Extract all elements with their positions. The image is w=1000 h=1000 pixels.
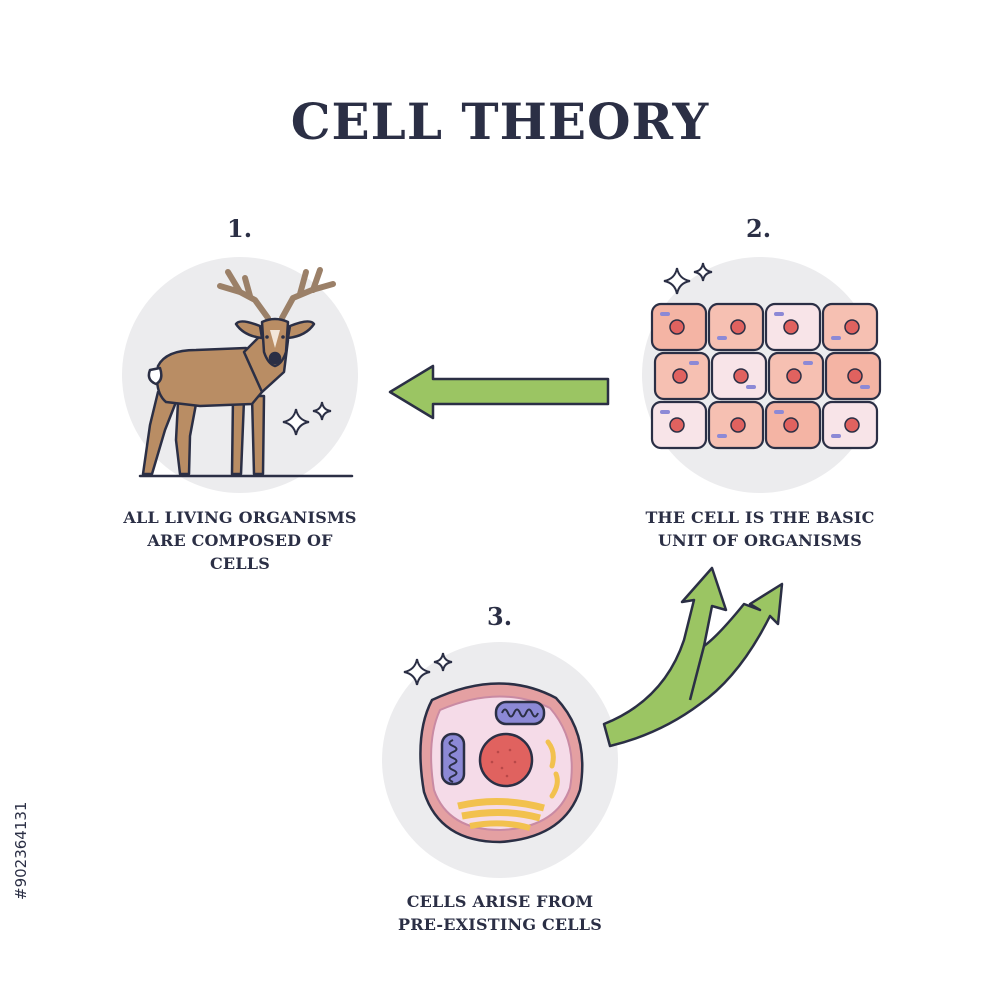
caption-line: THE CELL IS THE BASIC — [645, 508, 875, 527]
deer-icon — [138, 267, 354, 478]
caption-line: CELLS ARISE FROM — [406, 892, 594, 911]
split-arrow-icon — [602, 566, 784, 748]
animal-cell-icon — [419, 682, 584, 844]
cell-nucleus — [783, 417, 799, 433]
caption-line: ALL LIVING ORGANISMS — [123, 508, 357, 527]
tissue-cells-icon — [650, 302, 882, 450]
sparkle-icon — [403, 652, 453, 686]
cell-organelle — [660, 312, 670, 316]
cell-nucleus — [844, 417, 860, 433]
step-3-caption: CELLS ARISE FROM PRE-EXISTING CELLS — [350, 890, 650, 936]
caption-line: ARE COMPOSED OF — [147, 531, 333, 550]
caption-line: UNIT OF ORGANISMS — [657, 531, 863, 550]
cell-nucleus — [733, 368, 749, 384]
sparkle-icon — [663, 262, 713, 295]
cell-organelle — [746, 385, 756, 389]
caption-line: PRE-EXISTING CELLS — [398, 915, 602, 934]
page-title: CELL THEORY — [290, 92, 710, 151]
step-1-caption: ALL LIVING ORGANISMS ARE COMPOSED OF CEL… — [90, 506, 390, 575]
cell-organelle — [831, 434, 841, 438]
step-2-caption: THE CELL IS THE BASIC UNIT OF ORGANISMS — [610, 506, 910, 552]
caption-line: CELLS — [210, 554, 270, 573]
cell-organelle — [717, 336, 727, 340]
cell-nucleus — [847, 368, 863, 384]
cell-nucleus — [730, 417, 746, 433]
cell-organelle — [689, 361, 699, 365]
watermark-id: #902364131 — [12, 801, 30, 900]
cell-nucleus — [783, 319, 799, 335]
step-1-number: 1. — [227, 214, 253, 243]
arrow-left-icon — [388, 364, 610, 420]
step-2-number: 2. — [746, 214, 772, 243]
cell-nucleus — [844, 319, 860, 335]
step-3-number: 3. — [487, 602, 513, 631]
cell-organelle — [774, 312, 784, 316]
cell-nucleus — [669, 319, 685, 335]
cell-organelle — [774, 410, 784, 414]
cell-organelle — [803, 361, 813, 365]
cell-organelle — [660, 410, 670, 414]
cell-nucleus — [669, 417, 685, 433]
cell-organelle — [860, 385, 870, 389]
cell-nucleus — [730, 319, 746, 335]
cell-nucleus — [786, 368, 802, 384]
sparkle-icon — [282, 401, 332, 436]
cell-nucleus — [672, 368, 688, 384]
cell-organelle — [717, 434, 727, 438]
cell-organelle — [831, 336, 841, 340]
